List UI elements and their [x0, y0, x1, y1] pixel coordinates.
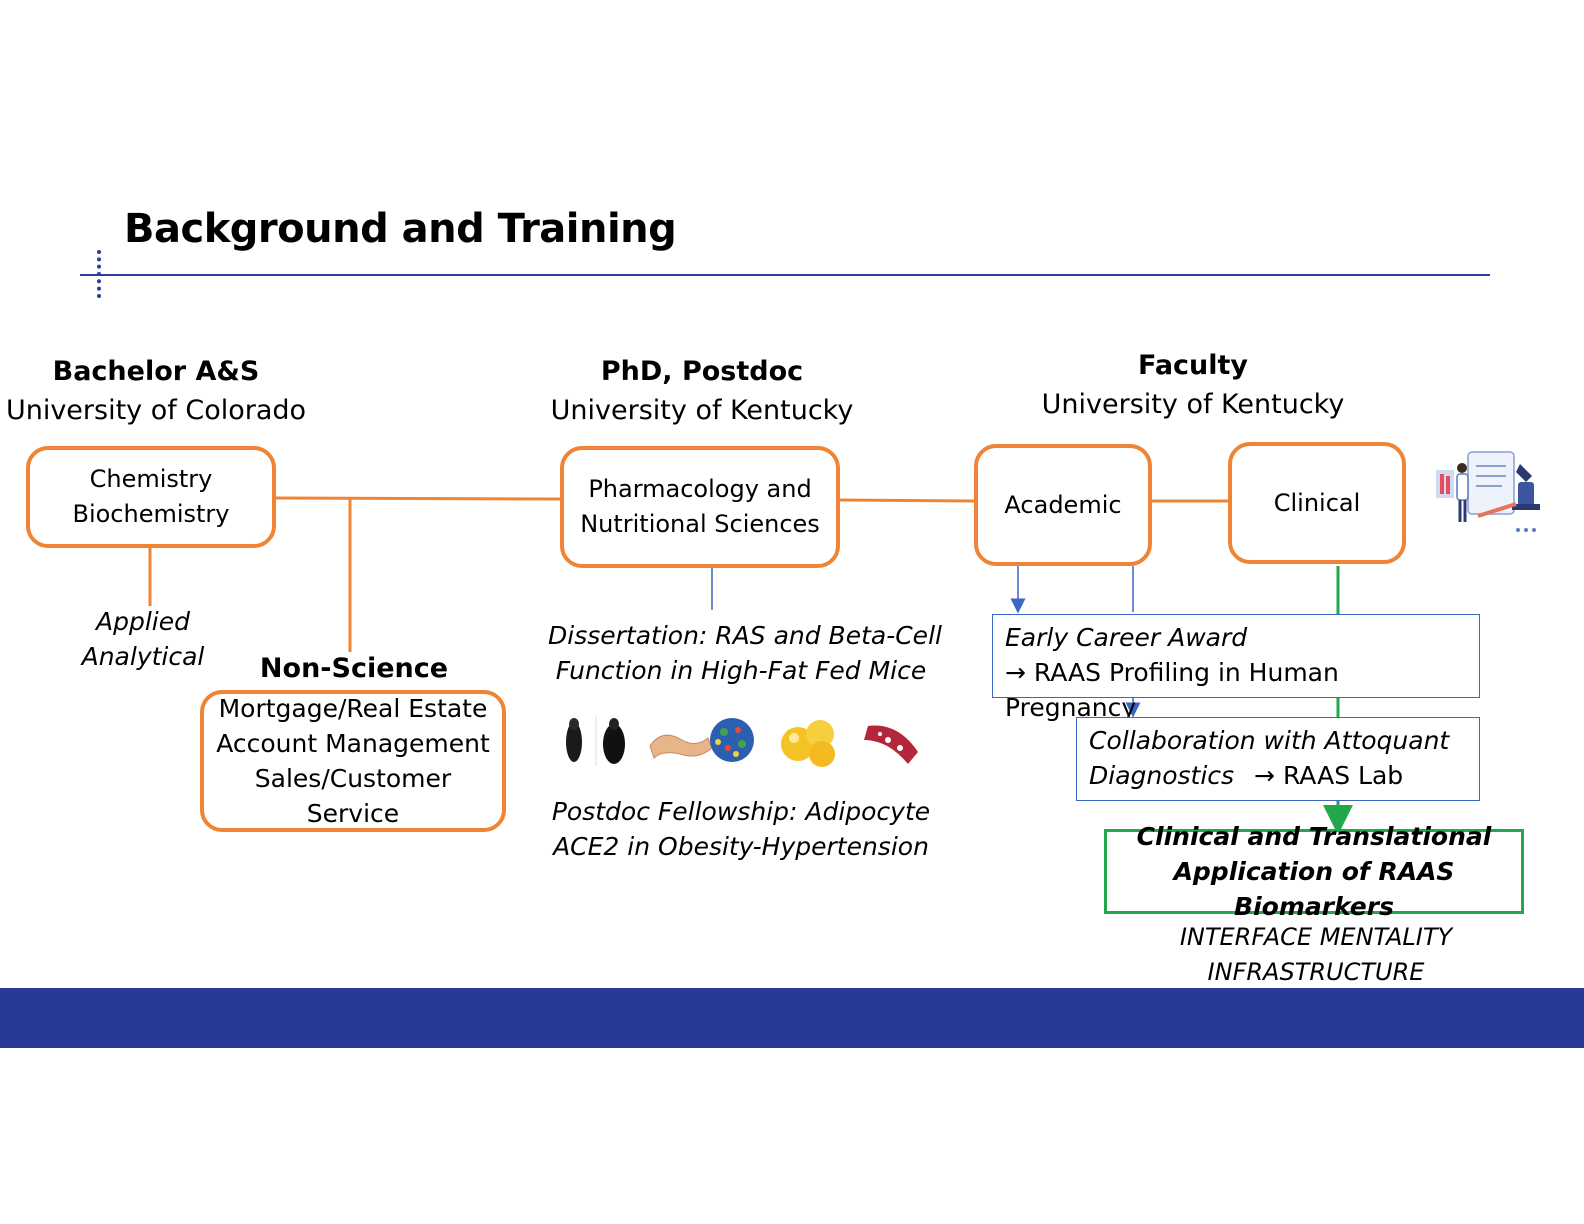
dissertation-line2: Function in High-Fat Fed Mice	[555, 656, 927, 685]
clinical-box: Clinical	[1228, 442, 1406, 564]
nonscience-line1: Mortgage/Real Estate	[218, 694, 488, 723]
academic-label: Academic	[1004, 490, 1122, 519]
note-line2: INFRASTRUCTURE	[1207, 958, 1425, 986]
faculty-institution: University of Kentucky	[1041, 389, 1345, 420]
interface-note: INTERFACE MENTALITY INFRASTRUCTURE	[1124, 920, 1508, 990]
islet-icon	[710, 718, 754, 762]
bachelor-box-line1: Chemistry	[89, 465, 213, 493]
outcome-line1: Clinical and Translational	[1136, 822, 1492, 851]
bachelor-heading: Bachelor A&S	[52, 356, 260, 387]
faculty-heading: Faculty	[1137, 350, 1249, 381]
phd-box-line2: Nutritional Sciences	[580, 510, 820, 538]
dissertation-line1: Dissertation: RAS and Beta-Cell	[548, 621, 942, 650]
adipocyte-icon	[781, 720, 835, 767]
nonscience-box: Mortgage/Real Estate Account Management …	[200, 690, 506, 832]
outcome-box: Clinical and Translational Application o…	[1104, 822, 1524, 921]
collab-raas-lab: RAAS Lab	[1282, 761, 1404, 790]
subfield-applied: Applied	[96, 607, 190, 636]
bachelor-box-line2: Biochemistry	[72, 500, 230, 528]
nonscience-line3: Sales/Customer	[254, 764, 452, 793]
collaboration-box: Collaboration with Attoquant Diagnostics…	[1076, 717, 1480, 801]
early-career-award-box: Early Career Award → RAAS Profiling in H…	[992, 614, 1480, 722]
nonscience-header: Non-Science	[204, 649, 504, 688]
bachelor-institution: University of Colorado	[5, 395, 307, 426]
mouse-icon	[603, 718, 625, 764]
phd-box: Pharmacology and Nutritional Sciences	[560, 446, 840, 568]
bachelor-box: Chemistry Biochemistry	[26, 446, 276, 548]
postdoc-text: Postdoc Fellowship: Adipocyte ACE2 in Ob…	[548, 794, 934, 864]
award-title: Early Career Award	[1005, 623, 1248, 652]
phd-header: PhD, Postdoc University of Kentucky	[548, 352, 856, 430]
academic-box: Academic	[974, 444, 1152, 566]
footer-band	[0, 988, 1584, 1048]
dissertation-text: Dissertation: RAS and Beta-Cell Function…	[548, 618, 942, 688]
nonscience-heading: Non-Science	[259, 653, 449, 684]
nonscience-line4: Service	[306, 799, 400, 828]
subfield-analytical: Analytical	[81, 642, 205, 671]
arrow-icon: →	[1005, 658, 1026, 687]
nonscience-line2: Account Management	[216, 729, 490, 758]
collab-line1: Collaboration with Attoquant	[1089, 726, 1450, 755]
faculty-header: Faculty University of Kentucky	[1040, 346, 1346, 424]
postdoc-line2: ACE2 in Obesity-Hypertension	[553, 832, 929, 861]
timeline-line-2	[839, 498, 975, 503]
clinician-illustration-icon	[1436, 451, 1540, 532]
phd-heading: PhD, Postdoc	[600, 356, 804, 387]
collab-line2: Diagnostics → RAAS Lab	[1089, 758, 1467, 793]
award-detail: → RAAS Profiling in Human Pregnancy	[1005, 655, 1467, 725]
outcome-line2: Application of RAAS Biomarkers	[1173, 857, 1455, 921]
phd-institution: University of Kentucky	[550, 395, 854, 426]
research-images	[566, 716, 918, 767]
award-detail-text: RAAS Profiling in Human Pregnancy	[1005, 658, 1339, 722]
arrow-icon: →	[1254, 761, 1275, 790]
title-rule	[80, 274, 1490, 276]
timeline-line-1	[275, 496, 561, 501]
collab-diagnostics: Diagnostics	[1089, 761, 1235, 790]
page-title: Background and Training	[124, 206, 677, 252]
note-line1: INTERFACE MENTALITY	[1179, 923, 1453, 951]
clinical-label: Clinical	[1273, 488, 1361, 517]
mouse-icon	[566, 718, 582, 762]
blood-vessel-icon	[864, 725, 918, 764]
bachelor-subfields: Applied Analytical	[40, 604, 246, 674]
pancreas-icon	[649, 734, 713, 759]
bachelor-header: Bachelor A&S University of Colorado	[0, 352, 312, 430]
postdoc-line1: Postdoc Fellowship: Adipocyte	[551, 797, 931, 826]
phd-box-line1: Pharmacology and	[588, 475, 812, 503]
